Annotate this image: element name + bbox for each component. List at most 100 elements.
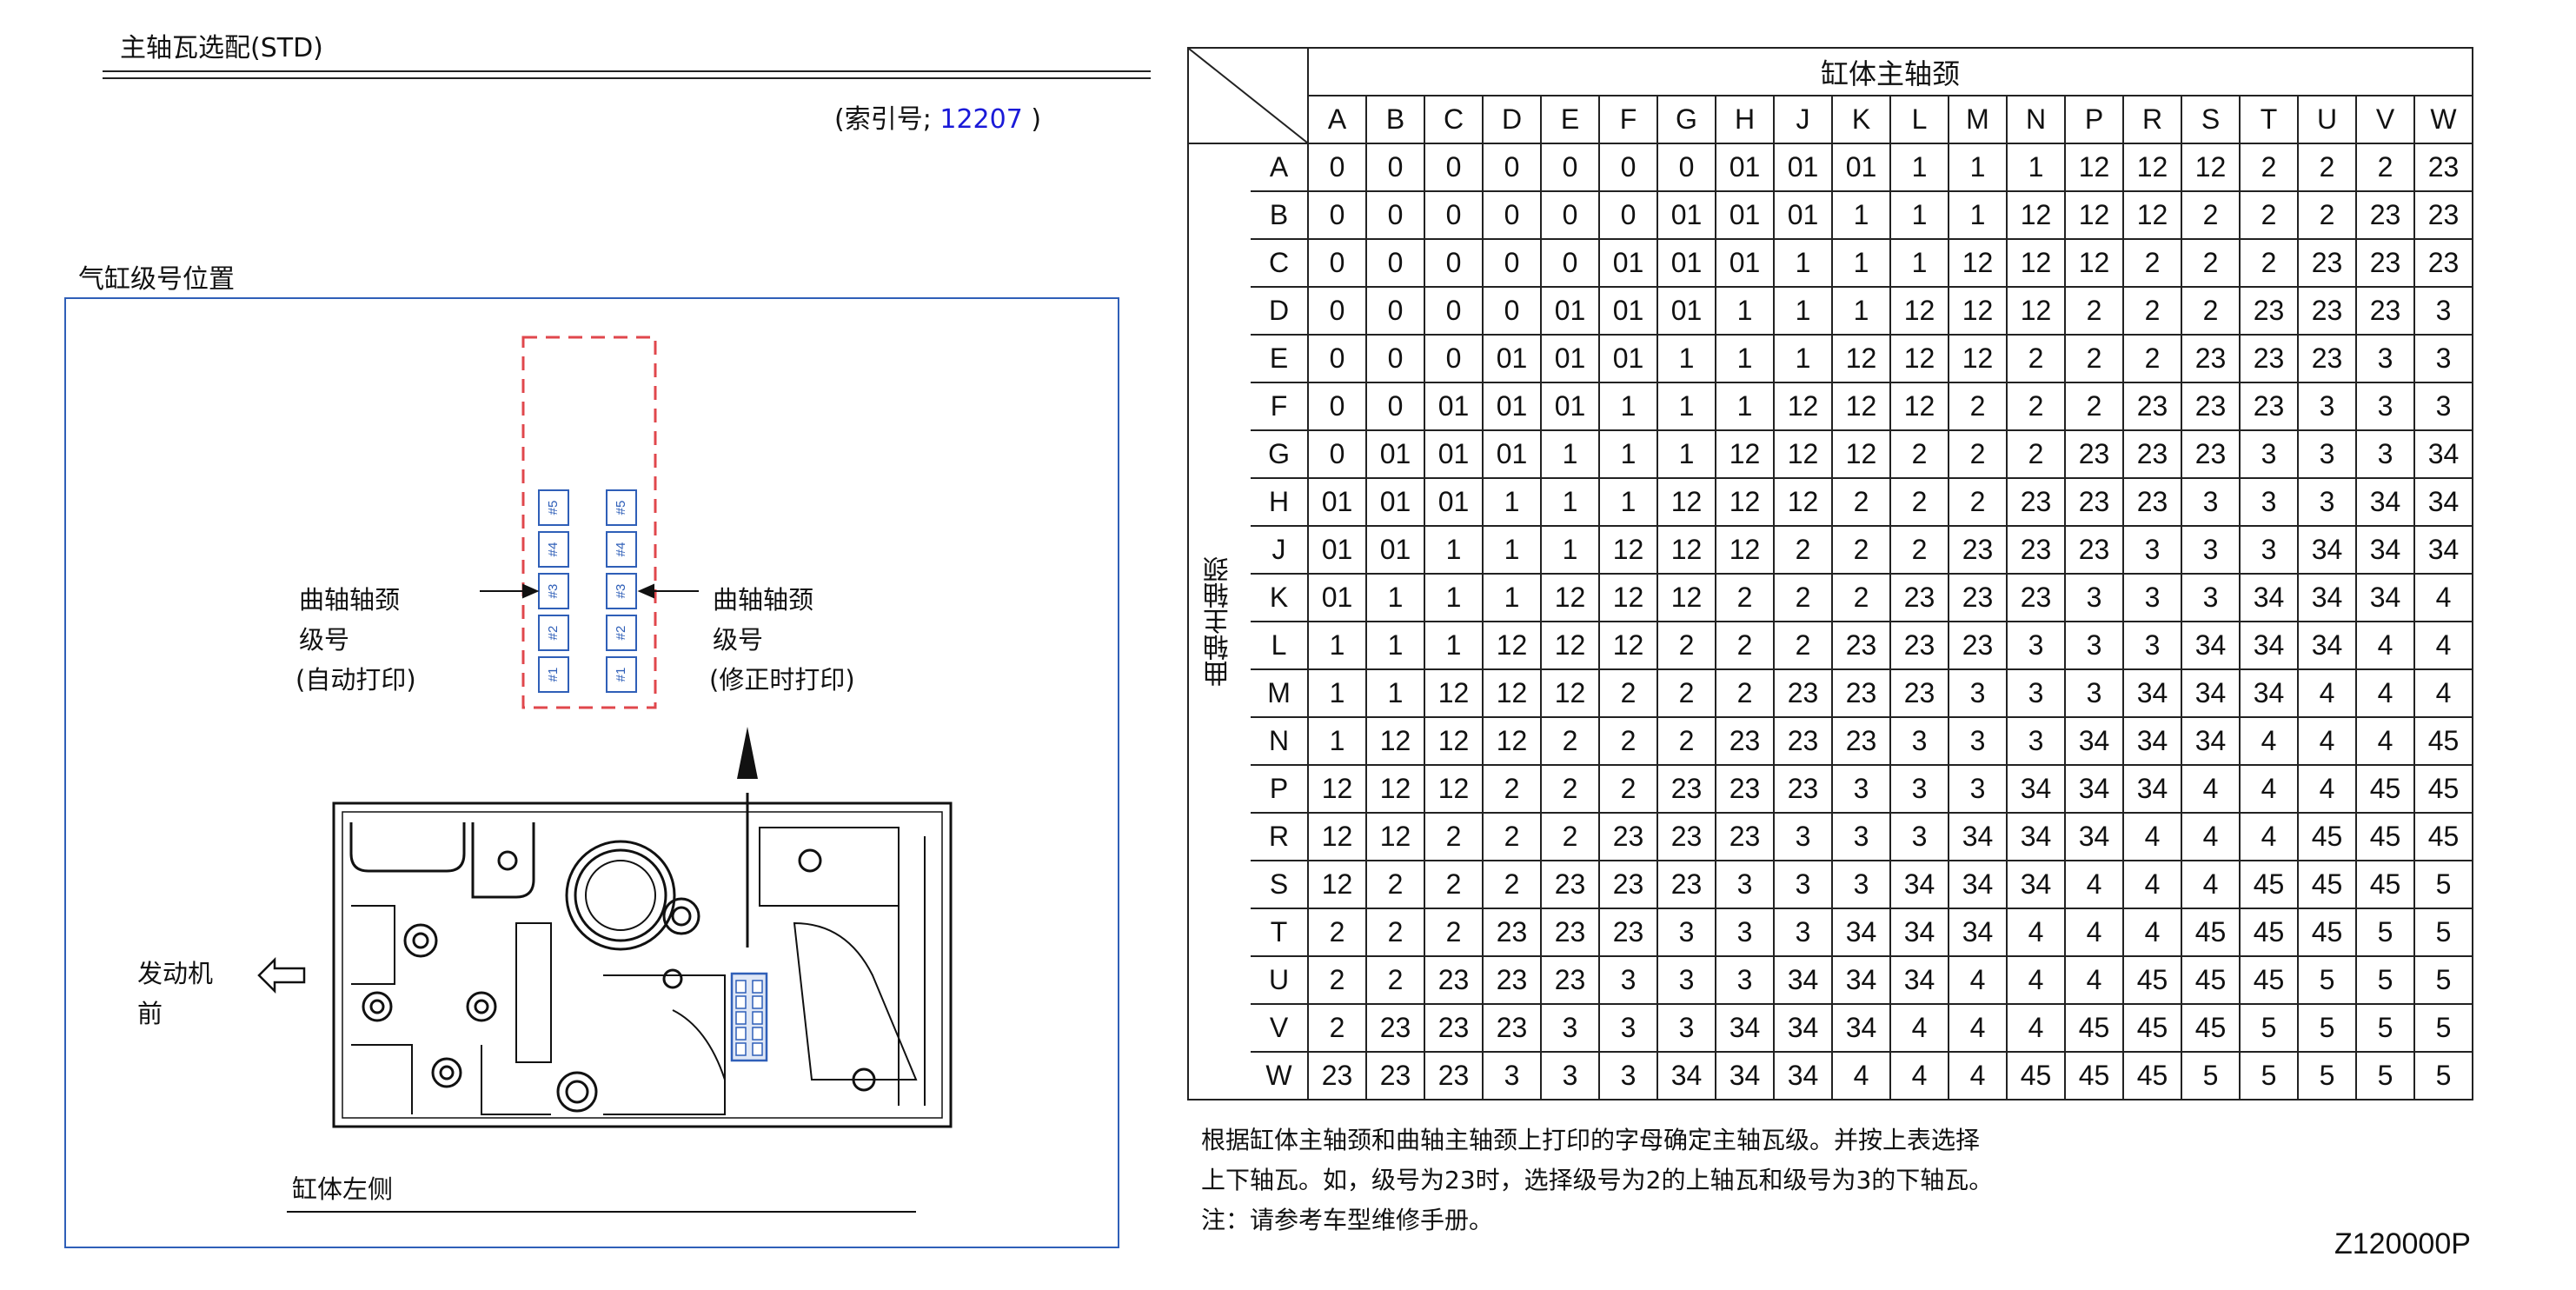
grade-cell: 12 bbox=[1831, 334, 1891, 383]
row-header: U bbox=[1251, 955, 1309, 1005]
grade-cell: 12 bbox=[1307, 812, 1367, 861]
grade-cell: 23 bbox=[2122, 477, 2182, 527]
grade-cell: 0 bbox=[1540, 190, 1600, 240]
grade-cell: 3 bbox=[1715, 908, 1775, 957]
row-header: B bbox=[1251, 190, 1309, 240]
grade-cell: 12 bbox=[1831, 429, 1891, 479]
grade-cell: 1 bbox=[1773, 334, 1833, 383]
grade-cell: 12 bbox=[1831, 382, 1891, 431]
grade-cell: 3 bbox=[2413, 334, 2473, 383]
grade-cell: 23 bbox=[1831, 668, 1891, 718]
section-title: 气缸级号位置 bbox=[78, 264, 235, 295]
grade-cell: 34 bbox=[2297, 621, 2357, 670]
grade-cell: 23 bbox=[2239, 382, 2299, 431]
grade-cell: 0 bbox=[1307, 429, 1367, 479]
grade-cell: 23 bbox=[1773, 668, 1833, 718]
grade-cell: 0 bbox=[1424, 190, 1484, 240]
grade-cell: 12 bbox=[1656, 573, 1716, 622]
grade-cell: 0 bbox=[1365, 286, 1425, 336]
row-header: V bbox=[1251, 1003, 1309, 1053]
reference-number-link[interactable]: 12207 bbox=[939, 104, 1023, 135]
grade-cell: 12 bbox=[2006, 238, 2066, 288]
grade-cell: 3 bbox=[1948, 716, 2008, 766]
grade-cell: 12 bbox=[1598, 621, 1658, 670]
grade-cell: 23 bbox=[2064, 525, 2124, 575]
grade-cell: 3 bbox=[2239, 477, 2299, 527]
grade-cell: 5 bbox=[2239, 1051, 2299, 1100]
grade-cell: 4 bbox=[1948, 1003, 2008, 1053]
grade-cell: 23 bbox=[2064, 429, 2124, 479]
grade-cell: 23 bbox=[1889, 573, 1949, 622]
grade-cell: 01 bbox=[1424, 429, 1484, 479]
grade-cell: 45 bbox=[2413, 812, 2473, 861]
grade-cell: 2 bbox=[1424, 812, 1484, 861]
grade-cell: 2 bbox=[1540, 716, 1600, 766]
grade-cell: 4 bbox=[2239, 716, 2299, 766]
grade-cell: 1 bbox=[1540, 477, 1600, 527]
grade-cell: 3 bbox=[2122, 573, 2182, 622]
stamp-2-auto-label: #2 bbox=[546, 626, 561, 641]
grade-cell: 1 bbox=[1831, 190, 1891, 240]
grade-cell: 12 bbox=[1889, 382, 1949, 431]
grade-cell: 2 bbox=[1948, 429, 2008, 479]
grade-cell: 2 bbox=[1773, 525, 1833, 575]
grade-cell: 34 bbox=[2122, 668, 2182, 718]
stamp-3-correction-label: #3 bbox=[614, 584, 628, 599]
grade-cell: 1 bbox=[1656, 334, 1716, 383]
grade-cell: 4 bbox=[2297, 716, 2357, 766]
grade-cell: 3 bbox=[1889, 764, 1949, 814]
grade-cell: 23 bbox=[2064, 477, 2124, 527]
grade-cell: 2 bbox=[1598, 764, 1658, 814]
grade-cell: 01 bbox=[1365, 477, 1425, 527]
grade-cell: 12 bbox=[1656, 477, 1716, 527]
grade-cell: 2 bbox=[2181, 238, 2241, 288]
grade-cell: 23 bbox=[1540, 955, 1600, 1005]
grade-cell: 45 bbox=[2006, 1051, 2066, 1100]
grade-cell: 23 bbox=[1656, 812, 1716, 861]
grade-cell: 0 bbox=[1424, 286, 1484, 336]
grade-cell: 3 bbox=[2355, 334, 2415, 383]
grade-cell: 34 bbox=[1656, 1051, 1716, 1100]
grade-cell: 3 bbox=[1715, 860, 1775, 909]
reference-suffix: ) bbox=[1031, 104, 1042, 135]
grade-cell: 2 bbox=[2006, 382, 2066, 431]
grade-cell: 23 bbox=[2122, 382, 2182, 431]
grade-cell: 12 bbox=[1365, 812, 1425, 861]
stamp-area-dashed-box bbox=[521, 336, 657, 709]
grade-cell: 01 bbox=[1715, 190, 1775, 240]
grade-cell: 4 bbox=[2122, 860, 2182, 909]
grade-cell: 12 bbox=[1540, 573, 1600, 622]
grade-cell: 45 bbox=[2181, 908, 2241, 957]
grade-cell: 23 bbox=[2355, 238, 2415, 288]
crank-journal-label-correction-3: (修正时打印) bbox=[709, 665, 855, 695]
grade-cell: 3 bbox=[2006, 668, 2066, 718]
grade-cell: 2 bbox=[2064, 286, 2124, 336]
grade-cell: 3 bbox=[1598, 955, 1658, 1005]
grade-cell: 3 bbox=[2239, 429, 2299, 479]
grade-cell: 23 bbox=[2355, 286, 2415, 336]
grade-cell: 34 bbox=[2181, 621, 2241, 670]
grade-cell: 4 bbox=[2181, 860, 2241, 909]
title-rule-top bbox=[103, 70, 1151, 72]
column-header: W bbox=[2413, 95, 2473, 144]
crank-journal-label-auto-2: 级号 bbox=[299, 625, 349, 655]
row-header: D bbox=[1251, 286, 1309, 336]
row-header: K bbox=[1251, 573, 1309, 622]
column-header: C bbox=[1424, 95, 1484, 144]
grade-cell: 3 bbox=[1889, 716, 1949, 766]
grade-cell: 23 bbox=[1365, 1051, 1425, 1100]
grade-cell: 23 bbox=[1715, 812, 1775, 861]
grade-cell: 23 bbox=[1773, 716, 1833, 766]
stamp-3-auto bbox=[538, 573, 569, 609]
grade-cell: 23 bbox=[1656, 764, 1716, 814]
grade-cell: 4 bbox=[2355, 716, 2415, 766]
